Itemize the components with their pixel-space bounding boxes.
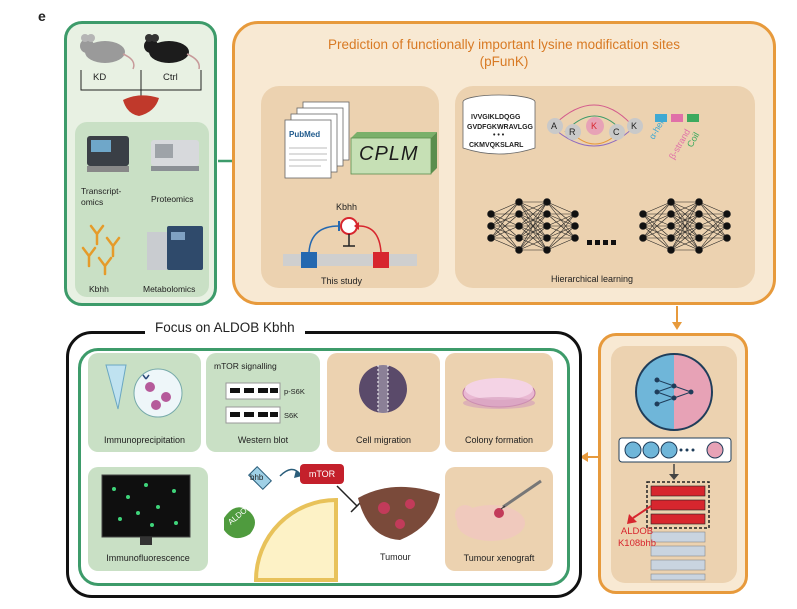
kbhh-study-label: Kbhh: [336, 202, 358, 212]
this-study-label: This study: [321, 276, 363, 286]
pubmed-papers-icon: [284, 101, 350, 179]
kbhh-site-diagram: [283, 217, 417, 268]
arrow-model-to-focus: [580, 452, 598, 462]
western-blot-label: Western blot: [237, 435, 289, 445]
focus-title: Focus on ALDOB Kbhh: [145, 320, 305, 335]
model-icon: [635, 353, 713, 431]
omics-panel: KD Ctrl: [64, 21, 217, 306]
model-output-panel: ALDOB K108bhb: [598, 333, 748, 594]
colony-formation-tile: Colony formation: [445, 353, 553, 452]
panel-label: e: [38, 8, 46, 24]
graph-node-r: R: [569, 127, 576, 137]
arrow-pfunk-to-model: [672, 306, 682, 330]
mass-spectrometer-icon: [151, 140, 199, 171]
pubmed-label: PubMed: [289, 130, 321, 139]
residue-graph-icon: [547, 104, 643, 147]
neural-network-icon-2: [639, 198, 731, 254]
graph-node-k: K: [591, 121, 598, 131]
ranked-sites-list: [646, 481, 710, 581]
sequence-1: IVVGIKLDQGG: [471, 114, 521, 121]
aldob-site-residue: K108bhb: [617, 538, 657, 549]
kd-label: KD: [93, 72, 107, 83]
cell-migration-tile: Cell migration: [327, 353, 440, 452]
omics-methods: Transcript- omics Proteomics Kbhh Metabo…: [75, 122, 209, 297]
immunofluorescence-tile: Immunofluorescence: [88, 467, 208, 571]
pfunk-panel: Prediction of functionally important lys…: [232, 21, 776, 305]
ctrl-label: Ctrl: [163, 72, 178, 83]
colony-formation-label: Colony formation: [464, 435, 534, 445]
immunoprecipitation-tile: Immunoprecipitation: [88, 353, 201, 452]
hierarchical-learning-panel: IVVGIKLDQGG GVDFGKWRAVLGG • • • CKMVQKSL…: [455, 86, 755, 288]
aldob-site-protein: ALDOB: [620, 526, 654, 537]
secondary-structure-icon: [655, 114, 699, 122]
sequence-2: GVDFGKWRAVLGG: [467, 124, 533, 131]
tumour-label: Tumour: [380, 552, 411, 562]
sequence-dots: • • •: [493, 132, 505, 139]
cell-migration-label: Cell migration: [355, 435, 412, 445]
metabolomics-label: Metabolomics: [143, 284, 196, 294]
tumour-xenograft-tile: Tumour xenograft: [445, 467, 553, 571]
bhb-label: bhb: [250, 473, 264, 482]
s6k-label: S6K: [284, 411, 299, 420]
immunoprecipitation-label: Immunoprecipitation: [103, 435, 186, 445]
mtor-signalling-label: mTOR signalling: [214, 361, 277, 371]
tumour-liver-icon: [358, 486, 440, 540]
this-study-panel: PubMed CPLM Kbhh This study: [261, 86, 439, 288]
immunofluorescence-label: Immunofluorescence: [106, 553, 190, 563]
aldob-mtor-mechanism: [224, 465, 338, 582]
lcms-icon: [147, 226, 203, 270]
mice-illustration: [80, 34, 202, 116]
antibody-icon: [81, 224, 121, 276]
kd-mouse-icon: [80, 34, 135, 70]
sequence-3: CKMVQKSLARL: [469, 142, 524, 149]
kbhh-label: Kbhh: [89, 284, 109, 294]
feature-vector-icon: [618, 437, 732, 463]
cplm-database-icon: [350, 132, 437, 175]
p-s6k-label: p-S6K: [284, 387, 305, 396]
cplm-label: CPLM: [359, 143, 419, 165]
ellipsis-icon: [587, 240, 616, 245]
tumour-xenograft-label: Tumour xenograft: [463, 553, 535, 563]
transcriptomics-label: Transcript- omics: [81, 186, 122, 207]
pfunk-title: Prediction of functionally important lys…: [328, 37, 680, 69]
proteomics-label: Proteomics: [151, 194, 194, 204]
sequence-database-icon: [462, 94, 536, 155]
graph-node-k2: K: [631, 121, 638, 131]
focus-panel: [66, 331, 582, 598]
graph-node-a: A: [551, 121, 558, 131]
liver-icon: [123, 95, 159, 116]
western-blot-tile: mTOR signalling p-S6K S6K Western blot: [206, 353, 320, 452]
hierarchical-learning-label: Hierarchical learning: [551, 274, 634, 284]
sequencer-icon: [87, 136, 129, 172]
mtor-label: mTOR: [300, 464, 344, 484]
ctrl-mouse-icon: [144, 34, 200, 70]
neural-network-icon: [487, 198, 579, 254]
graph-node-c: C: [613, 127, 620, 137]
